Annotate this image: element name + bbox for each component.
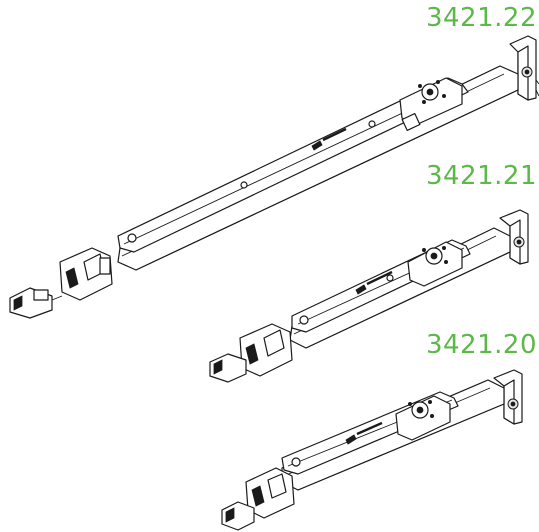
hinge-mechanism: [399, 77, 463, 131]
product-code-label: 3421.21: [425, 161, 537, 191]
sash-connector: [209, 323, 293, 383]
product-code-label: 3421.20: [425, 330, 537, 360]
brand-mark: [355, 270, 393, 295]
brand-mark: [345, 421, 383, 445]
brand-mark: [311, 127, 347, 151]
sash-connector: [9, 247, 113, 319]
slide-rail: [281, 379, 505, 491]
mounting-bracket: [499, 209, 529, 265]
product-code-label: 3421.22: [425, 3, 537, 33]
hinge-mechanism: [395, 395, 451, 441]
sash-connector: [221, 467, 295, 531]
hinge-mechanism: [407, 241, 463, 287]
